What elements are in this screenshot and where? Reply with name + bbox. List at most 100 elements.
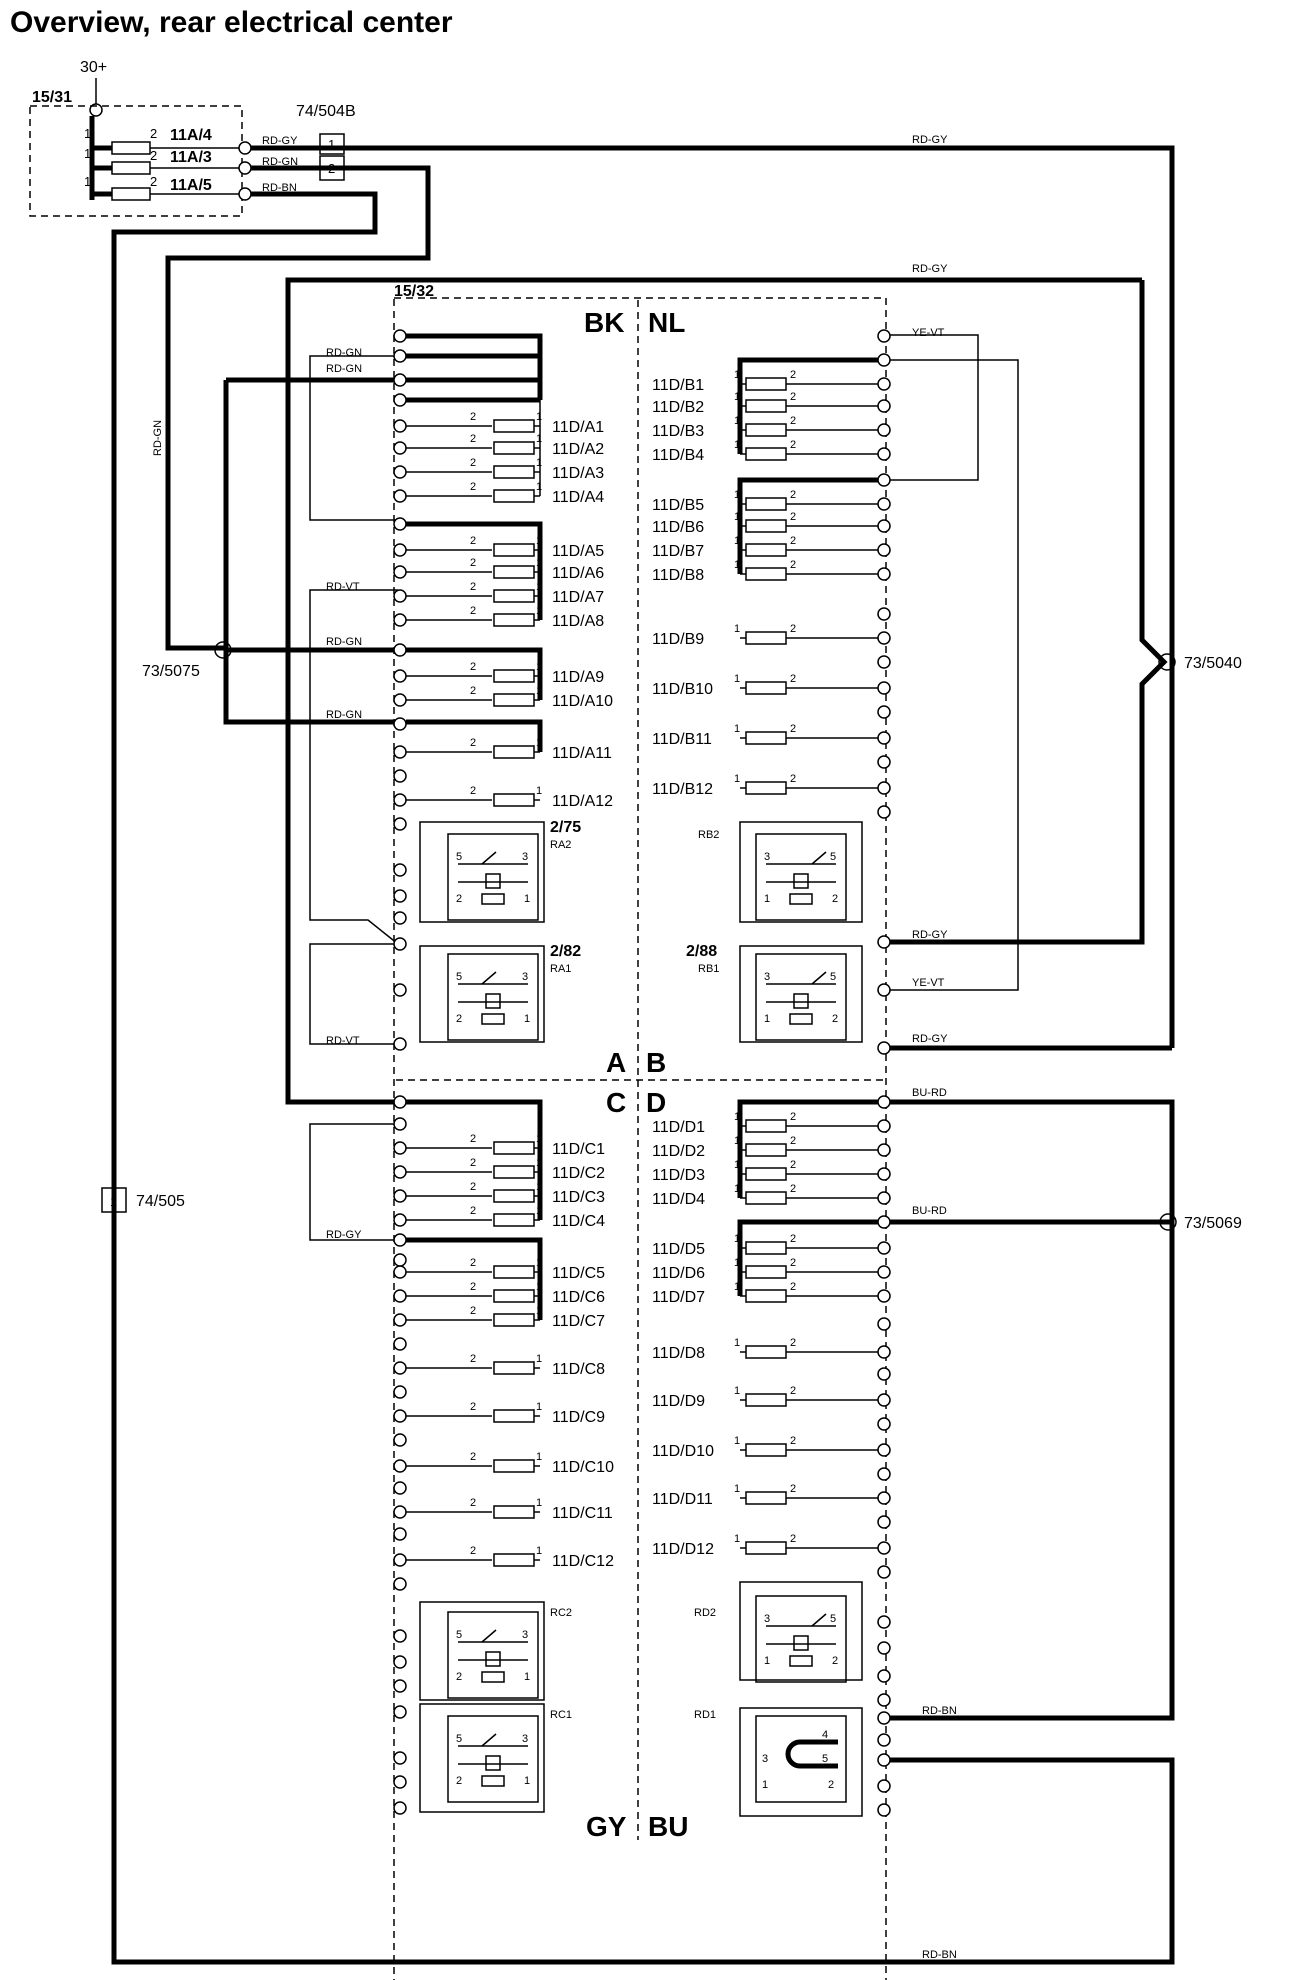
svg-text:5: 5 <box>830 1613 836 1625</box>
svg-text:NL: NL <box>648 307 685 338</box>
supply-pin <box>89 103 103 117</box>
svg-text:2: 2 <box>790 1483 796 1495</box>
svg-text:2: 2 <box>470 1305 476 1317</box>
svg-text:11D/D5: 11D/D5 <box>652 1241 705 1258</box>
svg-text:RD-GN: RD-GN <box>152 420 164 456</box>
svg-text:5: 5 <box>830 971 836 983</box>
svg-text:1: 1 <box>734 1159 740 1171</box>
page-title: Overview, rear electrical center <box>10 6 453 39</box>
svg-text:1: 1 <box>734 1337 740 1349</box>
svg-text:3: 3 <box>764 851 770 863</box>
svg-text:1: 1 <box>536 1451 542 1463</box>
svg-text:11D/A6: 11D/A6 <box>552 565 604 582</box>
svg-text:A: A <box>606 1047 626 1078</box>
svg-text:2: 2 <box>790 439 796 451</box>
svg-text:2: 2 <box>828 1779 834 1791</box>
svg-text:11D/A1: 11D/A1 <box>552 419 604 436</box>
svg-text:11D/B3: 11D/B3 <box>652 423 704 440</box>
svg-text:11D/B10: 11D/B10 <box>652 681 713 698</box>
svg-text:BU: BU <box>648 1811 688 1842</box>
svg-text:2: 2 <box>470 1497 476 1509</box>
svg-text:5: 5 <box>456 1629 462 1641</box>
svg-text:1: 1 <box>536 785 542 797</box>
svg-text:11D/C9: 11D/C9 <box>552 1409 605 1426</box>
svg-text:GY: GY <box>586 1811 627 1842</box>
connector-74-505: 74/505 <box>136 1193 185 1210</box>
svg-text:5: 5 <box>830 851 836 863</box>
svg-text:1: 1 <box>734 559 740 571</box>
svg-text:2: 2 <box>790 1257 796 1269</box>
svg-text:2: 2 <box>456 1775 462 1787</box>
fuse-11a-5: 11A/5 <box>170 177 212 194</box>
svg-text:3: 3 <box>762 1753 768 1765</box>
relay-rd2-label: RD2 <box>694 1607 716 1619</box>
svg-text:2: 2 <box>150 148 157 163</box>
svg-text:2: 2 <box>832 1013 838 1025</box>
svg-text:11D/A8: 11D/A8 <box>552 613 604 630</box>
svg-text:2: 2 <box>470 581 476 593</box>
svg-text:1: 1 <box>734 1111 740 1123</box>
svg-text:4: 4 <box>822 1729 828 1741</box>
top-fuse-row-3: 1 2 11A/5 RD-BN <box>84 174 297 201</box>
svg-text:2: 2 <box>790 773 796 785</box>
svg-text:11D/D12: 11D/D12 <box>652 1541 714 1558</box>
svg-text:5: 5 <box>822 1753 828 1765</box>
svg-text:2: 2 <box>790 1135 796 1147</box>
svg-text:2: 2 <box>790 1233 796 1245</box>
svg-text:1: 1 <box>84 126 91 141</box>
svg-text:2: 2 <box>790 723 796 735</box>
svg-text:1: 1 <box>536 1401 542 1413</box>
svg-text:1: 1 <box>84 174 91 189</box>
svg-text:2: 2 <box>790 1435 796 1447</box>
svg-text:RD-GY: RD-GY <box>912 929 948 941</box>
relay-ra2-ref: 2/75 <box>550 819 581 836</box>
svg-text:11D/B5: 11D/B5 <box>652 497 704 514</box>
svg-text:2: 2 <box>790 673 796 685</box>
svg-text:11D/D7: 11D/D7 <box>652 1289 705 1306</box>
svg-text:11D/B12: 11D/B12 <box>652 781 713 798</box>
svg-text:2: 2 <box>470 1205 476 1217</box>
svg-text:RD-VT: RD-VT <box>326 1035 360 1047</box>
svg-text:2: 2 <box>790 623 796 635</box>
svg-text:2: 2 <box>470 535 476 547</box>
relay-ra2-label: RA2 <box>550 839 571 851</box>
svg-text:2: 2 <box>470 557 476 569</box>
svg-text:1: 1 <box>524 893 530 905</box>
fuse-box-15-31 <box>29 105 243 217</box>
svg-text:2: 2 <box>790 1159 796 1171</box>
svg-text:3: 3 <box>522 1629 528 1641</box>
svg-text:1: 1 <box>536 1497 542 1509</box>
svg-text:1: 1 <box>764 893 770 905</box>
svg-text:2: 2 <box>150 126 157 141</box>
svg-text:1: 1 <box>536 1545 542 1557</box>
svg-text:1: 1 <box>536 457 542 469</box>
svg-text:1: 1 <box>734 391 740 403</box>
svg-text:2: 2 <box>470 737 476 749</box>
svg-text:11D/C3: 11D/C3 <box>552 1189 605 1206</box>
svg-text:BU-RD: BU-RD <box>912 1205 947 1217</box>
svg-text:2: 2 <box>470 1281 476 1293</box>
svg-text:YE-VT: YE-VT <box>912 977 945 989</box>
svg-text:2: 2 <box>150 174 157 189</box>
svg-text:11D/C7: 11D/C7 <box>552 1313 605 1330</box>
connector-74-504b: 74/504B <box>296 103 356 120</box>
